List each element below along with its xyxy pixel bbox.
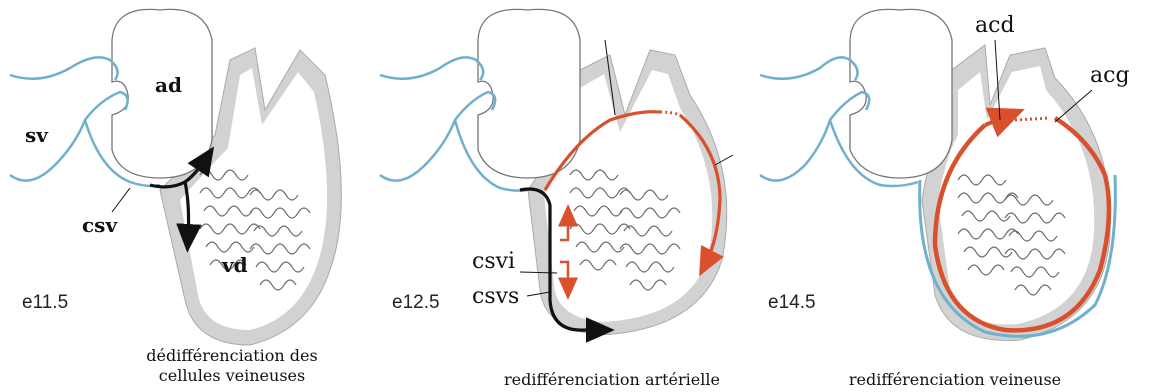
caption-panel-2: redifférenciation artérielle	[462, 370, 762, 390]
panel-e11-5: sv ad csv vd e11.5	[10, 9, 341, 345]
stage-label: e14.5	[768, 292, 816, 313]
label-vd: vd	[221, 253, 248, 277]
stage-label: e11.5	[22, 292, 68, 313]
label-acg: acg	[1090, 63, 1130, 88]
label-csvi: csvi	[472, 249, 515, 274]
label-acd: acd	[975, 13, 1015, 38]
venous-blue-upper	[760, 57, 858, 80]
panel-e14-5: acd acg e14.5	[760, 9, 1130, 340]
label-csvs: csvs	[472, 284, 519, 309]
caption-line: dédifférenciation des	[82, 346, 382, 366]
caption-panel-1: dédifférenciation des cellules veineuses	[82, 346, 382, 386]
panel-e12-5: csvi csvs e12.5	[380, 9, 733, 335]
caption-line: cellules veineuses	[82, 366, 382, 386]
stage-label: e12.5	[392, 292, 440, 313]
label-csv: csv	[82, 213, 118, 237]
caption-line: redifférenciation veineuse	[805, 370, 1105, 390]
venous-blue-upper	[380, 57, 483, 80]
caption-line: redifférenciation artérielle	[462, 370, 762, 390]
venous-blue-upper	[10, 57, 118, 80]
caption-panel-3: redifférenciation veineuse	[805, 370, 1105, 390]
label-ad: ad	[155, 73, 182, 97]
label-sv: sv	[25, 123, 49, 147]
